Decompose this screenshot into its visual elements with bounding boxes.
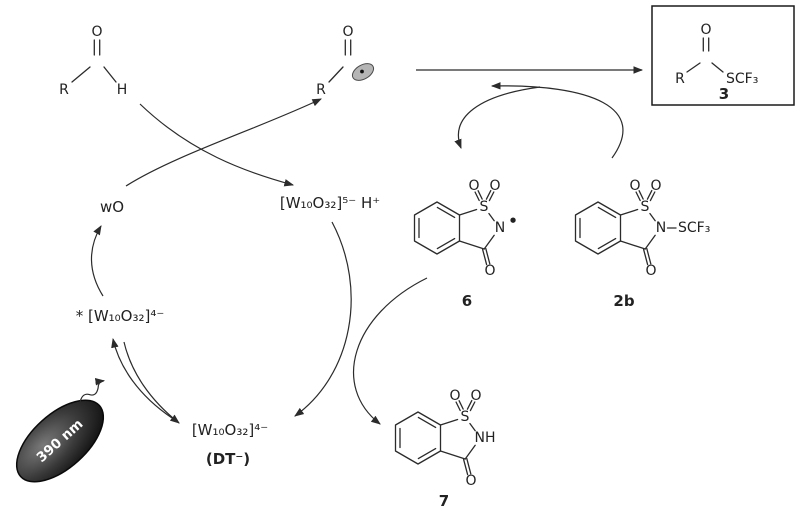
arrow-aldehyde-to-catalyst — [139, 103, 295, 187]
sacc7-nh-label: NH — [475, 430, 496, 446]
arrow-acyl-radical-to-6 — [454, 86, 541, 150]
photon-squiggle-arrow — [79, 378, 106, 403]
sacc6-nitrogen-label: N — [495, 220, 505, 236]
aldehyde-h-label: H — [117, 82, 128, 98]
sacc6-sulfur-label: S — [480, 199, 489, 215]
sacc2b-sulfur-label: S — [641, 199, 650, 215]
lamp-ellipse — [15, 399, 105, 483]
arrow-excited-to-wo — [90, 225, 104, 297]
acyl-oxygen-label: O — [342, 24, 353, 40]
light-source: 390 nm — [15, 378, 106, 483]
sacc2b-o-right-label: O — [650, 178, 661, 194]
arrow-wo-to-acyl-radical — [125, 98, 322, 187]
arrow-ground-to-excited — [111, 337, 173, 419]
catalytic-cycle-labels: wO [W₁₀O₃₂]⁵⁻ H⁺ * [W₁₀O₃₂]⁴⁻ [W₁₀O₃₂]⁴⁻… — [76, 194, 380, 468]
acyl-radical-structure: O R — [316, 24, 375, 98]
arrow-2b-to-acyl-radical — [490, 82, 624, 159]
sacc6-number-label: 6 — [462, 292, 472, 310]
aldehyde-r-label: R — [59, 82, 69, 98]
sacc7-o-left-label: O — [449, 388, 460, 404]
sacc7-sulfur-label: S — [461, 409, 470, 425]
arrow-excited-to-ground — [123, 341, 180, 424]
radical-electron-dot — [360, 69, 364, 74]
decatungstate-reduced-label: [W₁₀O₃₂]⁵⁻ H⁺ — [280, 194, 380, 212]
sacc7-o-right-label: O — [470, 388, 481, 404]
product-r-label: R — [675, 71, 685, 87]
sacc6-o-left-label: O — [468, 178, 479, 194]
sacc6-o-right-label: O — [489, 178, 500, 194]
sacc7-number-label: 7 — [439, 492, 449, 510]
wo-label: wO — [100, 198, 124, 216]
product-number-label: 3 — [719, 85, 729, 103]
arrow-6-to-7 — [353, 277, 428, 425]
product-oxygen-label: O — [700, 22, 711, 38]
sacc2b-number-label: 2b — [613, 292, 634, 310]
saccharin-structure: O O S NH O 7 — [394, 388, 496, 510]
acyl-r-label: R — [316, 82, 326, 98]
decatungstate-ground-label: [W₁₀O₃₂]⁴⁻ — [192, 421, 268, 439]
product-frame — [651, 5, 795, 106]
product-scf3-label: SCF₃ — [726, 71, 758, 87]
sacc2b-o-carbonyl-label: O — [645, 263, 656, 279]
sacc6-o-carbonyl-label: O — [484, 263, 495, 279]
sacc2b-nitrogen-label: N — [656, 220, 666, 236]
catalytic-cycle-arrows — [90, 82, 624, 425]
n-scf3-saccharin-structure: O O S N SCF₃ O 2b — [574, 178, 710, 310]
decatungstate-excited-label: * [W₁₀O₃₂]⁴⁻ — [76, 307, 165, 325]
aldehyde-structure: O R H — [59, 24, 127, 98]
arrow-catalyst-h-to-ground — [294, 221, 352, 417]
sacc2b-scf3-label: SCF₃ — [678, 220, 710, 236]
saccharinyl-radical-structure: O O S N • O 6 — [413, 178, 518, 310]
sacc7-o-carbonyl-label: O — [465, 473, 476, 489]
sacc6-radical-dot: • — [508, 212, 518, 230]
aldehyde-oxygen-label: O — [91, 24, 102, 40]
product-box: O R SCF₃ 3 — [651, 5, 795, 106]
dt-label: (DT⁻) — [206, 450, 250, 468]
sacc2b-o-left-label: O — [629, 178, 640, 194]
